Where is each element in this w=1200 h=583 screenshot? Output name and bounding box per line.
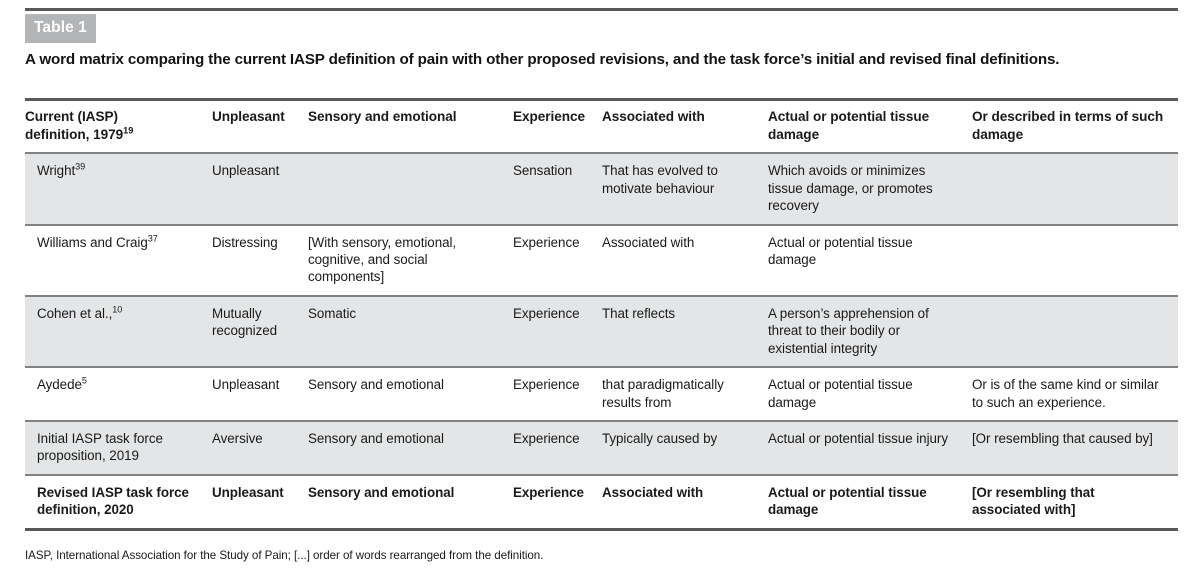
column-header-unpleasant: Unpleasant <box>212 98 308 155</box>
table-footnote: IASP, International Association for the … <box>25 549 544 562</box>
cell-damage: Actual or potential tissue damage <box>768 367 972 422</box>
cell-damage: Which avoids or minimizes tissue damage,… <box>768 153 972 226</box>
cell-source: Williams and Craig37 <box>25 224 212 297</box>
cell-described: [Or resembling that caused by] <box>972 420 1178 476</box>
table-body: Wright39 Unpleasant Sensation That has e… <box>25 153 1178 531</box>
source-reference: 5 <box>81 375 87 386</box>
cell-associated: Typically caused by <box>602 420 768 476</box>
column-header-tissue-damage: Actual or potential tissue damage <box>768 98 972 155</box>
cell-described <box>972 153 1178 226</box>
column-header-associated-with: Associated with <box>602 98 768 155</box>
table-row: Cohen et al.,10 Mutually recognized Soma… <box>25 295 1178 369</box>
cell-associated: Associated with <box>602 224 768 297</box>
cell-described: Or is of the same kind or similar to suc… <box>972 367 1178 422</box>
table-caption: A word matrix comparing the current IASP… <box>25 50 1060 68</box>
source-label: Williams and Craig <box>37 234 148 250</box>
source-label: Wright <box>37 163 76 179</box>
header-row: Current (IASP) definition, 197919 Unplea… <box>25 98 1178 155</box>
cell-experience: Experience <box>513 224 602 297</box>
cell-experience: Sensation <box>513 153 602 226</box>
source-reference: 37 <box>147 233 158 244</box>
table-row: Wright39 Unpleasant Sensation That has e… <box>25 153 1178 226</box>
cell-associated: that paradigmatically results from <box>602 367 768 422</box>
cell-damage: Actual or potential tissue damage <box>768 224 972 297</box>
source-label: Revised IASP task force definition, 2020 <box>37 484 189 518</box>
cell-experience: Experience <box>513 367 602 422</box>
column-header-line1: Current (IASP) <box>25 109 118 124</box>
cell-damage: A person’s apprehension of threat to the… <box>768 295 972 369</box>
cell-sensory: Sensory and emotional <box>308 367 513 422</box>
cell-source: Revised IASP task force definition, 2020 <box>25 474 212 531</box>
cell-associated: That reflects <box>602 295 768 369</box>
cell-source: Wright39 <box>25 153 212 226</box>
cell-unpleasant: Unpleasant <box>212 153 308 226</box>
column-header-reference: 19 <box>123 125 134 136</box>
cell-source: Initial IASP task force proposition, 201… <box>25 420 212 476</box>
table-row: Williams and Craig37 Distressing [With s… <box>25 224 1178 297</box>
cell-unpleasant: Aversive <box>212 420 308 476</box>
cell-associated: That has evolved to motivate behaviour <box>602 153 768 226</box>
column-header-line2: definition, 1979 <box>25 126 124 142</box>
table-row: Initial IASP task force proposition, 201… <box>25 420 1178 476</box>
cell-unpleasant: Mutually recognized <box>212 295 308 369</box>
cell-sensory: [With sensory, emotional, cognitive, and… <box>308 224 513 297</box>
cell-associated: Associated with <box>602 474 768 531</box>
column-header-current-definition: Current (IASP) definition, 197919 <box>25 98 212 155</box>
cell-experience: Experience <box>513 295 602 369</box>
column-header-sensory-emotional: Sensory and emotional <box>308 98 513 155</box>
source-label: Initial IASP task force proposition, 201… <box>37 430 163 464</box>
cell-sensory: Sensory and emotional <box>308 474 513 531</box>
cell-described <box>972 295 1178 369</box>
table-row: Revised IASP task force definition, 2020… <box>25 474 1178 531</box>
cell-described <box>972 224 1178 297</box>
cell-source: Aydede5 <box>25 367 212 422</box>
cell-sensory: Sensory and emotional <box>308 420 513 476</box>
source-label: Cohen et al., <box>37 305 113 321</box>
source-reference: 39 <box>75 161 86 172</box>
word-matrix-table: Current (IASP) definition, 197919 Unplea… <box>25 98 1178 531</box>
cell-unpleasant: Unpleasant <box>212 367 308 422</box>
cell-sensory <box>308 153 513 226</box>
cell-sensory: Somatic <box>308 295 513 369</box>
table-number-badge: Table 1 <box>25 14 96 43</box>
cell-unpleasant: Unpleasant <box>212 474 308 531</box>
cell-experience: Experience <box>513 420 602 476</box>
source-label: Aydede <box>37 377 82 393</box>
cell-damage: Actual or potential tissue damage <box>768 474 972 531</box>
cell-unpleasant: Distressing <box>212 224 308 297</box>
cell-damage: Actual or potential tissue injury <box>768 420 972 476</box>
source-reference: 10 <box>112 304 123 315</box>
caption-block: Table 1 A word matrix comparing the curr… <box>25 14 1178 70</box>
cell-described: [Or resembling that associated with] <box>972 474 1178 531</box>
column-header-experience: Experience <box>513 98 602 155</box>
column-header-described-terms: Or described in terms of such damage <box>972 98 1178 155</box>
table-row: Aydede5 Unpleasant Sensory and emotional… <box>25 367 1178 422</box>
top-rule <box>25 8 1178 11</box>
cell-source: Cohen et al.,10 <box>25 295 212 369</box>
cell-experience: Experience <box>513 474 602 531</box>
table-header: Current (IASP) definition, 197919 Unplea… <box>25 98 1178 155</box>
